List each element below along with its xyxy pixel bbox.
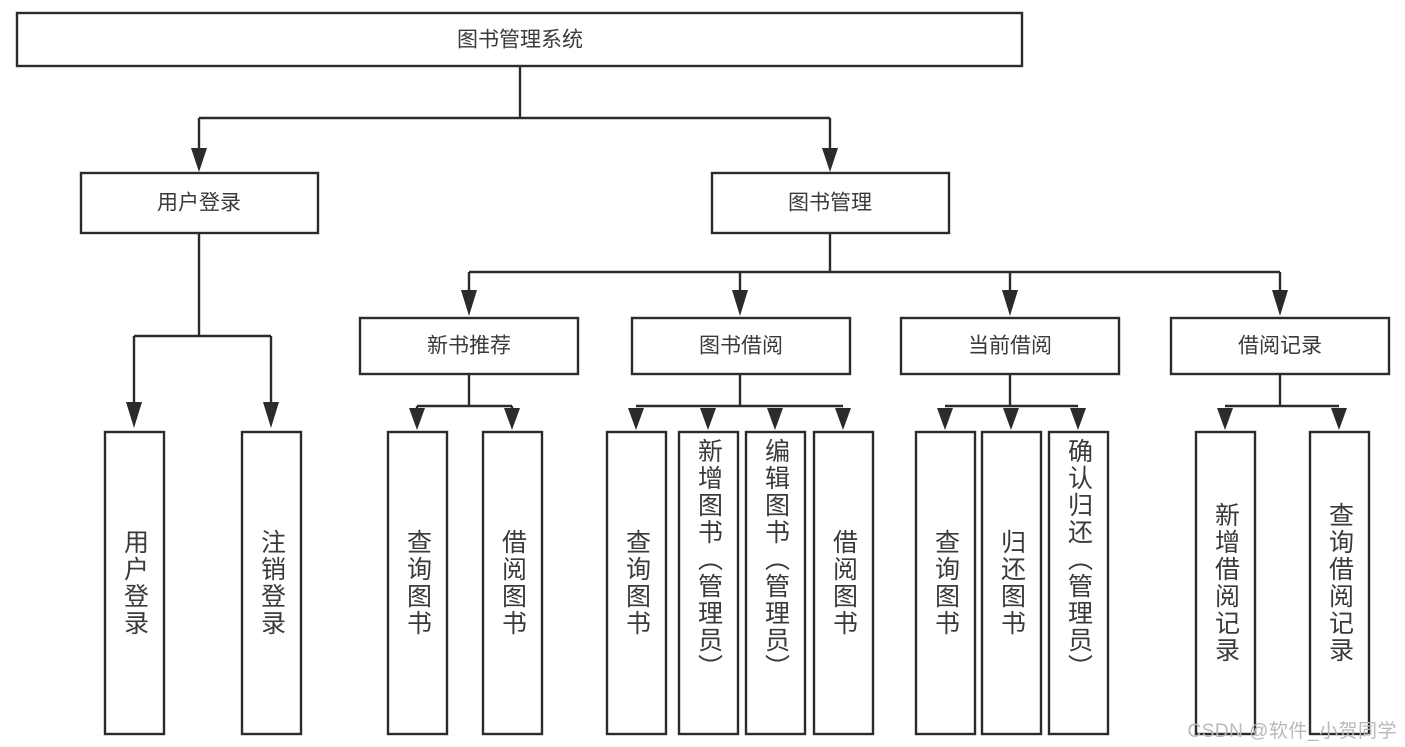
node-book-borrow[interactable] xyxy=(630,316,852,376)
node-book-management-label: 图书管理 xyxy=(788,192,872,215)
connector-group-book-manage xyxy=(461,233,1288,316)
leaf-box-confirm-return-admin[interactable] xyxy=(1047,430,1110,736)
node-root-book-management-system[interactable] xyxy=(15,11,1024,68)
leaf-box-borrow-book[interactable] xyxy=(812,430,875,736)
leaf-box-query-book-recommend[interactable] xyxy=(386,430,449,736)
connector-group-book-borrow xyxy=(628,374,851,430)
node-book-management[interactable] xyxy=(710,171,951,235)
arrow-new-book-leaf-2 xyxy=(504,408,520,430)
leaf-box-edit-book-admin[interactable] xyxy=(744,430,807,736)
arrow-book-manage-child-2 xyxy=(732,290,748,316)
connector-group-current-borrow xyxy=(937,374,1086,430)
arrow-root-to-user-login xyxy=(191,148,207,172)
arrow-book-manage-child-4 xyxy=(1272,290,1288,316)
arrow-current-borrow-leaf-2 xyxy=(1003,408,1019,430)
connector-group-root xyxy=(191,66,838,172)
node-borrow-record-label: 借阅记录 xyxy=(1238,335,1322,358)
leaf-box-return-book[interactable] xyxy=(980,430,1043,736)
node-user-login-label: 用户登录 xyxy=(157,192,241,215)
connector-group-borrow-record xyxy=(1217,374,1347,430)
node-new-book-recommend[interactable] xyxy=(358,316,580,376)
arrow-book-borrow-leaf-2 xyxy=(700,408,716,430)
node-book-borrow-label: 图书借阅 xyxy=(699,335,783,358)
leaf-box-add-book-admin[interactable] xyxy=(677,430,740,736)
arrow-root-to-book-manage xyxy=(822,148,838,172)
leaf-box-user-logout[interactable] xyxy=(240,430,303,736)
node-borrow-record[interactable] xyxy=(1169,316,1391,376)
leaf-box-query-book-current[interactable] xyxy=(914,430,977,736)
leaf-box-borrow-book-recommend[interactable] xyxy=(481,430,544,736)
leaf-box-user-login[interactable] xyxy=(103,430,166,736)
node-user-login[interactable] xyxy=(79,171,320,235)
connector-group-new-book xyxy=(409,374,520,430)
arrow-current-borrow-leaf-1 xyxy=(937,408,953,430)
node-current-borrow[interactable] xyxy=(899,316,1121,376)
leaf-box-query-borrow-record[interactable] xyxy=(1308,430,1371,736)
node-root-label: 图书管理系统 xyxy=(457,29,583,52)
arrow-user-login-leaf-1 xyxy=(126,402,142,428)
arrow-book-borrow-leaf-4 xyxy=(835,408,851,430)
arrow-borrow-record-leaf-2 xyxy=(1331,408,1347,430)
arrow-book-borrow-leaf-3 xyxy=(767,408,783,430)
arrow-current-borrow-leaf-3 xyxy=(1070,408,1086,430)
leaf-box-add-borrow-record[interactable] xyxy=(1194,430,1257,736)
leaf-box-query-book-borrow[interactable] xyxy=(605,430,668,736)
node-new-book-recommend-label: 新书推荐 xyxy=(427,335,511,358)
arrow-new-book-leaf-1 xyxy=(409,408,425,430)
watermark-text: CSDN @软件_小贺同学 xyxy=(1187,721,1397,742)
arrow-borrow-record-leaf-1 xyxy=(1217,408,1233,430)
arrow-book-manage-child-1 xyxy=(461,290,477,316)
arrow-user-login-leaf-2 xyxy=(263,402,279,428)
arrow-book-manage-child-3 xyxy=(1002,290,1018,316)
connector-group-user-login xyxy=(126,233,279,428)
arrow-book-borrow-leaf-1 xyxy=(628,408,644,430)
node-current-borrow-label: 当前借阅 xyxy=(968,335,1052,358)
